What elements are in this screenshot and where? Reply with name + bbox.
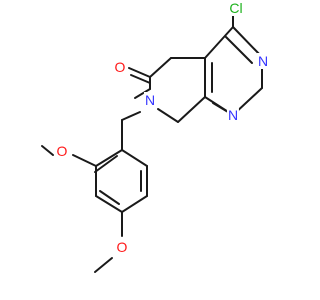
lactam-nitrogen-label: N [143,92,157,108]
bond [95,195,123,213]
methoxy-oxygen-label: O [115,239,129,255]
carbonyl-oxygen-label: O [113,59,127,75]
bond [94,155,118,173]
bond [99,190,120,205]
chlorine-label: Cl [228,0,244,16]
pyrimidine-nitrogen-label: N [226,107,240,123]
bond [134,88,151,99]
bond [121,111,141,121]
bond [121,195,148,213]
bond [204,26,234,59]
bond [232,26,263,58]
bond [149,57,172,78]
methoxy-oxygen-label: O [55,143,69,159]
bond [225,36,253,64]
bond [95,149,123,167]
bond [128,67,151,78]
bond-layer [41,11,263,273]
bond [157,108,179,123]
bond [177,96,206,123]
bond [41,145,54,156]
bond [72,154,97,167]
pyrimidine-nitrogen-label: N [256,53,270,69]
bond [121,149,148,167]
molecule-diagram: Cl O N N N O O [41,0,270,273]
bond [94,257,113,273]
bond [130,74,151,84]
